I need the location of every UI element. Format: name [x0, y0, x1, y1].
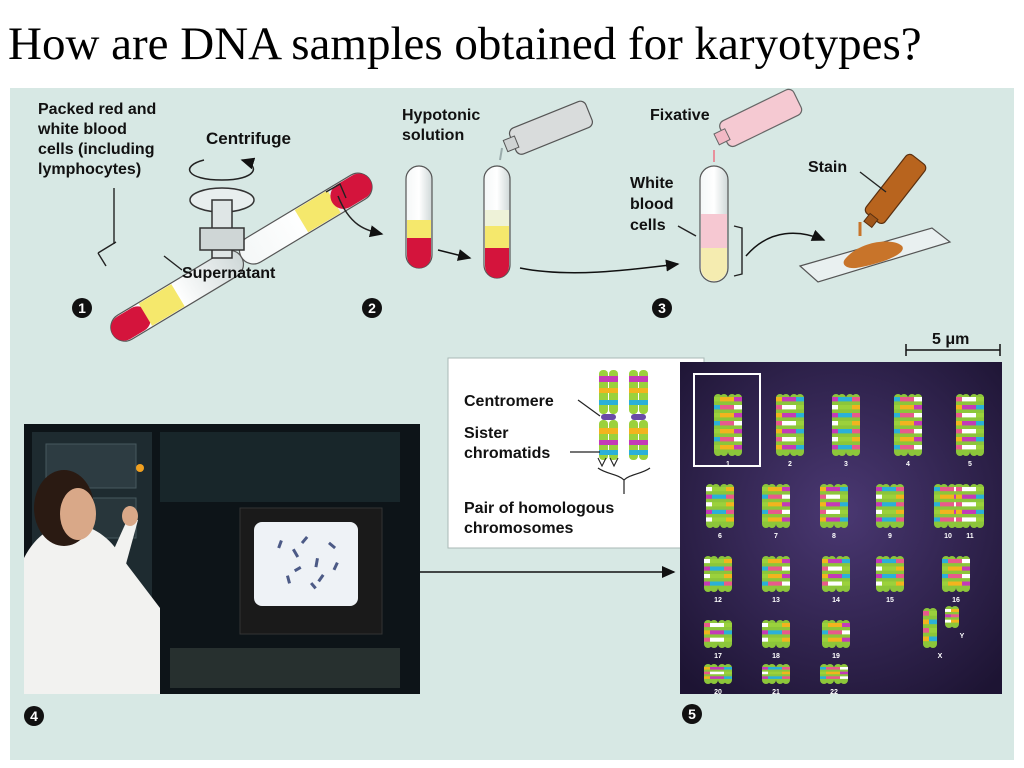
svg-text:Hypotonic: Hypotonic [402, 107, 480, 124]
centrifuge-illustration [97, 157, 384, 342]
step-number-2: 2 [362, 298, 382, 318]
diagram-panel: Packed red and white blood cells (includ… [10, 88, 1014, 760]
svg-text:1: 1 [78, 300, 86, 316]
chromosome-x [923, 608, 937, 648]
label-chromosome-18: 18 [772, 653, 780, 660]
label-chromosome-9: 9 [888, 533, 892, 540]
chromosome-15 [876, 556, 904, 592]
svg-text:white blood: white blood [37, 121, 127, 138]
svg-text:solution: solution [402, 127, 464, 144]
label-chromosome-20: 20 [714, 689, 722, 696]
chromosome-18 [762, 620, 790, 648]
page-title: How are DNA samples obtained for karyoty… [8, 18, 922, 70]
label-supernatant: Supernatant [182, 265, 276, 282]
technician-photo [24, 424, 420, 694]
chromosome-2 [776, 394, 804, 456]
label-chromosome-22: 22 [830, 689, 838, 696]
svg-text:3: 3 [658, 300, 666, 316]
label-homologous-1: Pair of homologous [464, 500, 614, 517]
svg-text:White: White [630, 175, 674, 192]
chromosome-13 [762, 556, 790, 592]
label-chromosome-8: 8 [832, 533, 836, 540]
chromosome-1 [714, 394, 742, 456]
chromosome-22 [820, 664, 848, 684]
label-chromosome-10: 10 [944, 533, 952, 540]
label-chromosome-2: 2 [788, 461, 792, 468]
step-number-4: 4 [24, 706, 44, 726]
chromosome-16 [942, 556, 970, 592]
svg-text:lymphocytes): lymphocytes) [38, 161, 141, 178]
svg-text:4: 4 [30, 708, 38, 724]
label-stain: Stain [808, 159, 847, 176]
svg-text:2: 2 [368, 300, 376, 316]
chromosome-14 [822, 556, 850, 592]
label-chromosome-4: 4 [906, 461, 910, 468]
chromosome-19 [822, 620, 850, 648]
label-hypotonic: Hypotonic solution [402, 107, 480, 144]
label-sister-chromatids-1: Sister [464, 425, 508, 442]
svg-text:cells (including: cells (including [38, 141, 154, 158]
sister-chromatid-illustration [570, 370, 651, 494]
chromosome-1-highlight-box [693, 373, 761, 467]
chromosome-8 [820, 484, 848, 528]
label-chromosome-17: 17 [714, 653, 722, 660]
chromosome-7 [762, 484, 790, 528]
label-chromosome-15: 15 [886, 597, 894, 604]
label-centromere: Centromere [464, 393, 554, 410]
step-number-3: 3 [652, 298, 672, 318]
label-chromosome-16: 16 [952, 597, 960, 604]
label-sister-chromatids-2: chromatids [464, 445, 550, 462]
label-packed-cells: Packed red and white blood cells (includ… [37, 101, 156, 178]
svg-text:cells: cells [630, 217, 666, 234]
label-chromosome-11: 11 [966, 533, 974, 540]
label-chromosome-5: 5 [968, 461, 972, 468]
chromosome-9 [876, 484, 904, 528]
hypotonic-tubes [405, 100, 680, 279]
label-chromosome-1: 1 [726, 461, 730, 468]
label-chromosome-13: 13 [772, 597, 780, 604]
karyotype-chromosomes [704, 394, 984, 684]
chromosome-4 [894, 394, 922, 456]
label-chromosome-y: Y [960, 633, 965, 640]
label-chromosome-3: 3 [844, 461, 848, 468]
label-chromosome-x: X [938, 653, 943, 660]
chromosome-11 [956, 484, 984, 528]
label-chromosome-14: 14 [832, 597, 840, 604]
svg-text:5 μm: 5 μm [932, 331, 969, 348]
label-chromosome-7: 7 [774, 533, 778, 540]
label-chromosome-12: 12 [714, 597, 722, 604]
svg-text:blood: blood [630, 196, 674, 213]
step-number-1: 1 [72, 298, 92, 318]
chromosome-12 [704, 556, 732, 592]
label-chromosome-19: 19 [832, 653, 840, 660]
label-fixative: Fixative [650, 107, 710, 124]
svg-text:5: 5 [688, 706, 696, 722]
chromosome-inset: Centromere Sister chromatids Pair of hom… [447, 357, 705, 549]
chromosome-17 [704, 620, 732, 648]
chromosome-5 [956, 394, 984, 456]
scale-bar: 5 μm [905, 331, 1001, 356]
chromosome-3 [832, 394, 860, 456]
svg-text:Packed red and: Packed red and [38, 101, 156, 118]
chromosome-y [945, 606, 959, 628]
chromosome-6 [706, 484, 734, 528]
stain-slide [798, 153, 952, 283]
chromosome-21 [762, 664, 790, 684]
chromosome-20 [704, 664, 732, 684]
label-chromosome-21: 21 [772, 689, 780, 696]
fixative-tube [677, 88, 826, 283]
karyotype-process-diagram: Packed red and white blood cells (includ… [24, 88, 1002, 726]
step-number-5: 5 [682, 704, 702, 724]
label-centrifuge: Centrifuge [206, 129, 291, 148]
label-white-blood-cells: White blood cells [630, 175, 674, 234]
label-chromosome-6: 6 [718, 533, 722, 540]
label-homologous-2: chromosomes [464, 520, 573, 537]
